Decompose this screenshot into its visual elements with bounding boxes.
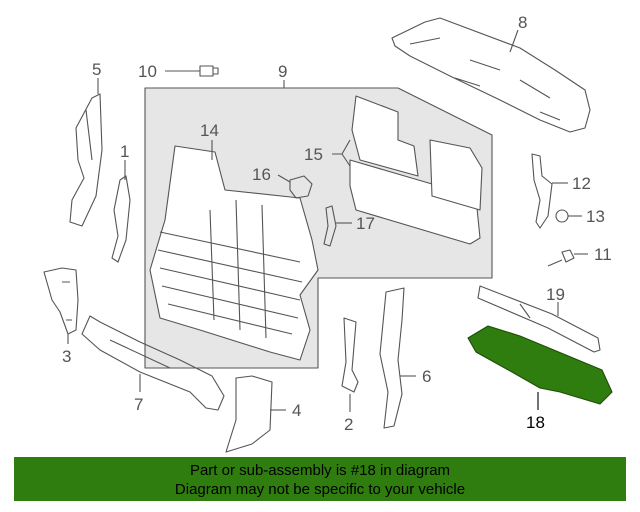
part-19-seal [477, 285, 601, 353]
callout-5: 5 [92, 60, 101, 79]
part-8-upper-deflector [391, 17, 591, 133]
part-5-side-bracket [69, 93, 103, 227]
part-13-nut [555, 209, 569, 223]
callout-9: 9 [278, 62, 287, 81]
callout-2: 2 [344, 415, 353, 434]
callout-14: 14 [200, 121, 219, 140]
part-6-vertical-seal [379, 287, 405, 429]
part-3-side-bracket [43, 267, 79, 335]
part-14-grille-slats [157, 199, 303, 339]
part-1-bracket [111, 175, 131, 263]
banner-line-1: Part or sub-assembly is #18 in diagram [189, 462, 451, 479]
banner-line-2: Diagram may not be specific to your vehi… [174, 481, 466, 498]
callout-12: 12 [572, 174, 591, 193]
callout-15: 15 [304, 145, 323, 164]
part-18-lower-air-deflector-highlighted [467, 325, 613, 405]
leader-8 [509, 29, 519, 53]
callout-10: 10 [138, 62, 157, 81]
part-17-strip [323, 205, 337, 247]
callout-13: 13 [586, 207, 605, 226]
leader-16 [277, 174, 291, 183]
info-banner: Part or sub-assembly is #18 in diagram D… [14, 457, 626, 501]
callout-17: 17 [356, 214, 375, 233]
callout-18: 18 [526, 413, 545, 432]
part-2-bracket [341, 317, 359, 393]
callout-1: 1 [120, 142, 129, 161]
callout-6: 6 [422, 367, 431, 386]
callout-8: 8 [518, 13, 527, 32]
callout-16: 16 [252, 165, 271, 184]
callout-7: 7 [134, 395, 143, 414]
callout-4: 4 [292, 401, 301, 420]
part-15-shutter-right [429, 139, 483, 211]
part-4-side-shield [225, 375, 273, 453]
part-7-lower-deflector [81, 315, 225, 411]
callout-11: 11 [594, 245, 612, 264]
part-15-shutter-upper [351, 95, 419, 177]
callout-19: 19 [546, 285, 565, 304]
leader-15 [332, 139, 351, 167]
part-10-bolt [185, 65, 219, 77]
part-12-bracket [531, 153, 553, 229]
part-14-grille-frame [149, 145, 319, 361]
part-11-bolt [547, 249, 575, 267]
callout-3: 3 [62, 347, 71, 366]
part-16-clip [289, 175, 313, 199]
